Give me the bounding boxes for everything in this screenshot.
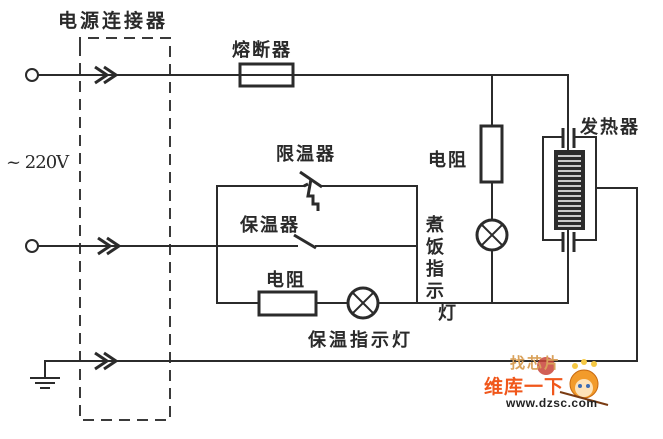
warm-lamp-icon [346, 286, 380, 320]
limiter-label: 限温器 [276, 144, 336, 165]
keep-warm-switch-label: 保温器 [240, 215, 300, 236]
power-connector-label: 电源连接器 [58, 10, 169, 32]
heater-label: 发热器 [580, 117, 640, 138]
cook-lamp-label: 煮 饭 指 示 灯 [426, 215, 474, 325]
cook-lamp-label-line: 灯 [438, 303, 460, 324]
cook-resistor-label: 电阻 [428, 150, 468, 171]
fuse-label: 熔断器 [232, 40, 292, 61]
watermark: 找芯片 维库一下 www.dzsc.com [478, 352, 618, 422]
watermark-top-text: 找芯片 [510, 354, 562, 372]
live-terminal [25, 68, 39, 82]
warm-lamp-label: 保温指示灯 [308, 330, 413, 351]
cook-lamp-label-line: 煮 饭 [426, 215, 448, 258]
cook-lamp-icon [475, 218, 509, 252]
watermark-main-text: 维库一下 [484, 376, 565, 398]
warm-resistor-label: 电阻 [266, 270, 306, 291]
warm-resistor [257, 290, 318, 317]
supply-voltage-label: ~ 220V [6, 152, 69, 173]
warm-indicator-branch [216, 286, 418, 320]
cook-lamp-label-line: 指 示 [426, 259, 448, 302]
watermark-mascot-icon [537, 357, 609, 406]
cook-indicator-branch [475, 74, 509, 304]
ground-wire [44, 187, 638, 362]
ground-icon [30, 360, 60, 389]
heater [542, 74, 597, 304]
limiter-switch-icon [299, 170, 323, 211]
control-box [216, 185, 418, 304]
keep-warm-switch-icon [216, 233, 418, 250]
watermark-url: www.dzsc.com [506, 396, 598, 410]
neutral-terminal [25, 239, 39, 253]
cook-resistor [479, 124, 504, 184]
power-connector-box [79, 37, 171, 421]
